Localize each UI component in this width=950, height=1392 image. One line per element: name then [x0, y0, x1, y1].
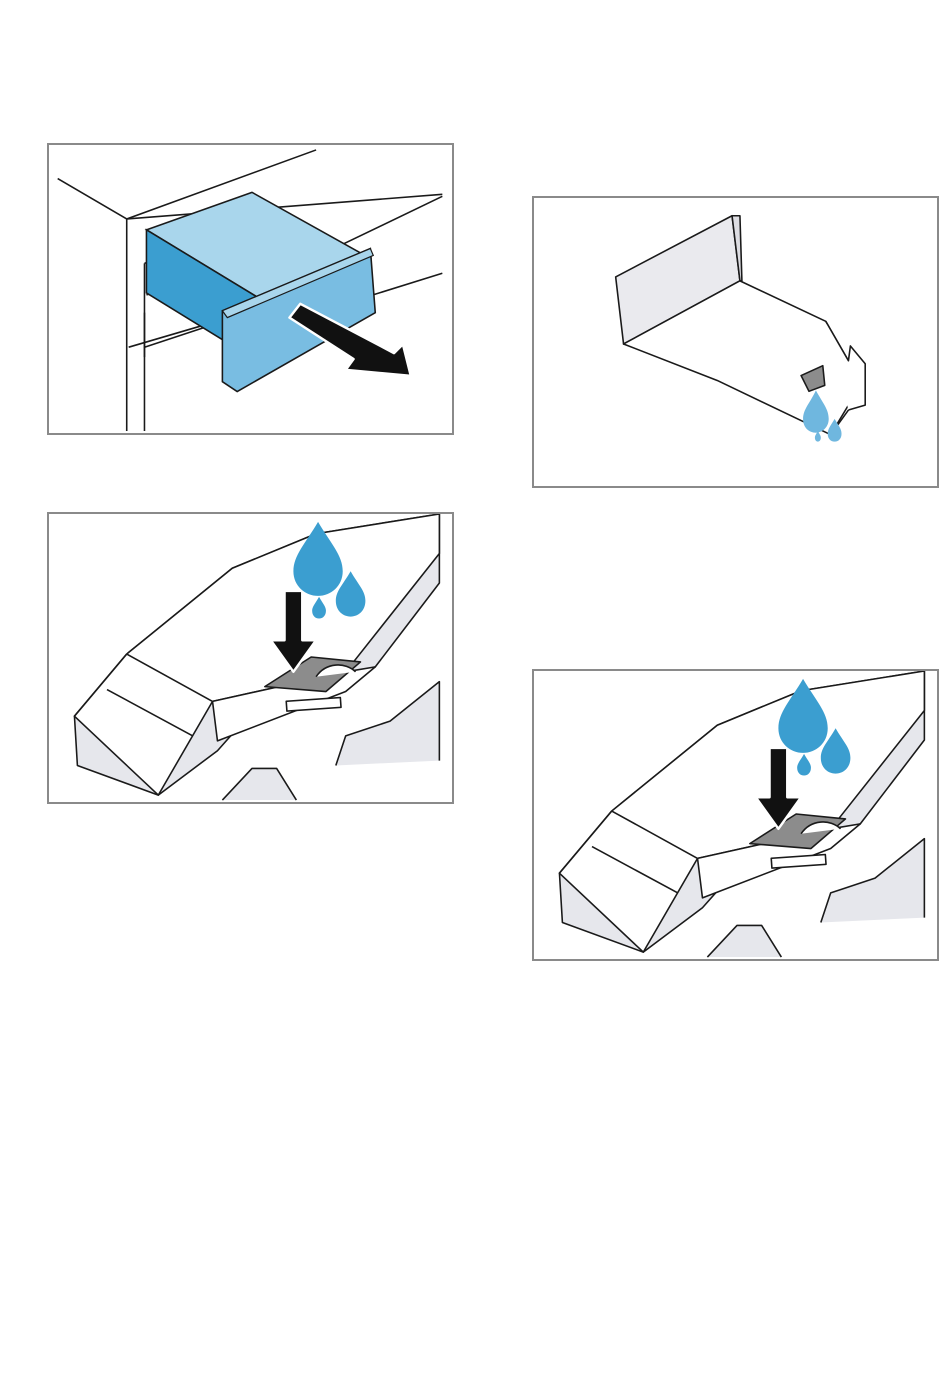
figure-drain-insert — [532, 196, 939, 488]
detergent-drawer — [146, 192, 375, 391]
figure-press-siphon-2 — [532, 669, 939, 961]
figure-press-siphon-1 — [47, 512, 454, 804]
figure-remove-drawer — [47, 143, 454, 435]
